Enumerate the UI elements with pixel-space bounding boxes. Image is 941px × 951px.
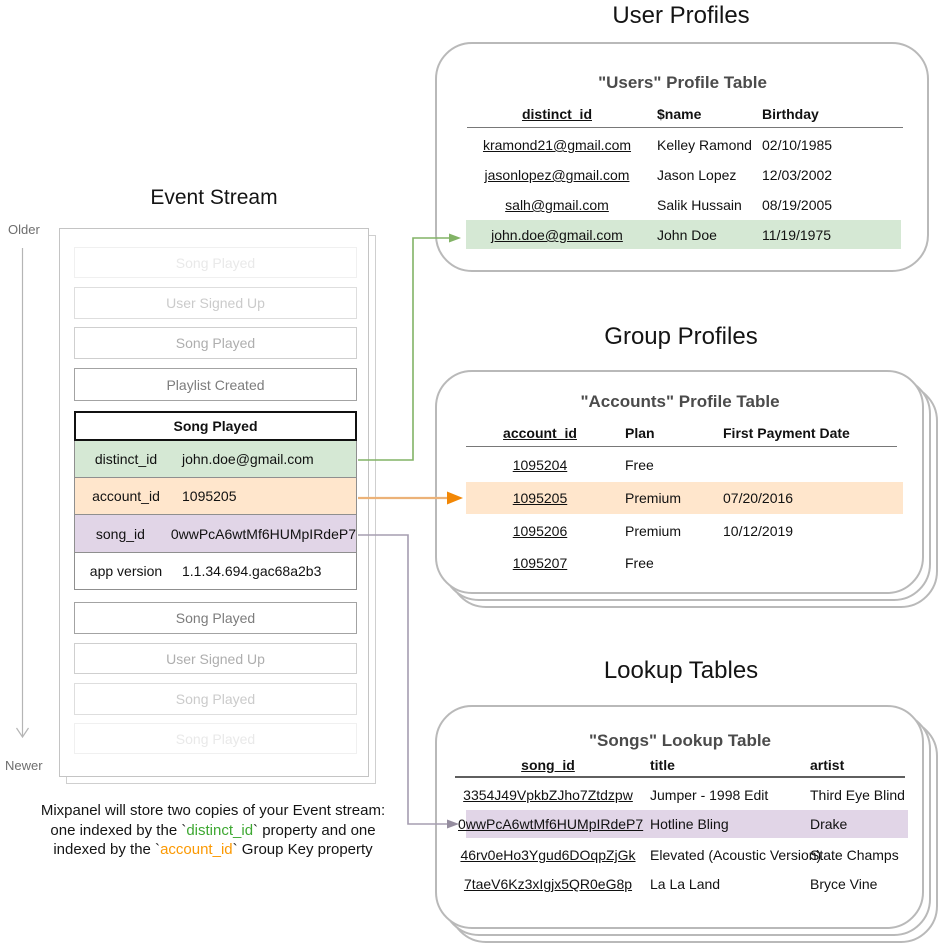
column-header: title bbox=[650, 757, 675, 773]
property-key: song_id bbox=[95, 525, 145, 542]
table-cell: Salik Hussain bbox=[657, 197, 742, 213]
footer-line-2: one indexed by the `distinct_id` propert… bbox=[50, 821, 376, 839]
property-value: 1.1.34.694.gac68a2b3 bbox=[182, 563, 322, 579]
header-divider bbox=[455, 776, 905, 778]
table-cell: John Doe bbox=[657, 227, 717, 243]
lookup-tables-title: Lookup Tables bbox=[603, 657, 759, 684]
event-box-label: Song Played bbox=[175, 254, 256, 271]
expanded-event-title: Song Played bbox=[74, 411, 357, 441]
table-cell: kramond21@gmail.com bbox=[482, 137, 632, 153]
table-cell: 11/19/1975 bbox=[762, 227, 832, 243]
event-box-label: User Signed Up bbox=[166, 295, 265, 311]
account-id-keyword: account_id bbox=[160, 841, 233, 858]
column-header: Birthday bbox=[762, 106, 819, 122]
property-row-distinct-id: distinct_id john.doe@gmail.com bbox=[74, 441, 357, 478]
property-row-app-version: app version 1.1.34.694.gac68a2b3 bbox=[74, 553, 357, 590]
table-cell: 3354J49VpkbZJho7Ztdzpw bbox=[463, 787, 633, 803]
table-cell: La La Land bbox=[650, 876, 721, 892]
table-cell: Hotline Bling bbox=[650, 816, 729, 832]
table-cell: Free bbox=[625, 457, 654, 473]
table-cell: Kelley Ramond bbox=[657, 137, 752, 153]
expanded-event-card: Song Played distinct_id john.doe@gmail.c… bbox=[74, 411, 357, 590]
event-box: Song Played bbox=[74, 683, 357, 715]
accounts-table-title: "Accounts" Profile Table bbox=[580, 392, 780, 411]
property-key: distinct_id bbox=[94, 451, 158, 467]
event-box: User Signed Up bbox=[74, 287, 357, 319]
event-box: Song Played bbox=[74, 327, 357, 359]
header-divider bbox=[466, 446, 897, 447]
table-cell: 10/12/2019 bbox=[723, 523, 794, 539]
table-cell: Drake bbox=[810, 816, 848, 832]
highlight-row-green bbox=[466, 220, 901, 249]
property-row-account-id: account_id 1095205 bbox=[74, 478, 357, 515]
event-box-label: Playlist Created bbox=[166, 376, 265, 393]
table-cell: jasonlopez@gmail.com bbox=[484, 167, 630, 183]
table-cell: 12/03/2002 bbox=[762, 167, 833, 183]
column-header: artist bbox=[810, 757, 845, 773]
table-cell: State Champs bbox=[810, 847, 899, 863]
event-box-label: Song Played bbox=[175, 691, 256, 707]
table-cell: 1095205 bbox=[512, 490, 568, 506]
table-cell: Bryce Vine bbox=[810, 876, 878, 892]
event-box: User Signed Up bbox=[74, 643, 357, 674]
event-stream-title: Event Stream bbox=[150, 186, 278, 209]
event-box: Song Played bbox=[74, 602, 357, 634]
property-value: john.doe@gmail.com bbox=[182, 451, 314, 467]
table-cell: Premium bbox=[625, 490, 682, 506]
users-table-title: "Users" Profile Table bbox=[598, 73, 767, 92]
table-cell bbox=[723, 547, 893, 579]
table-cell: 1095206 bbox=[512, 523, 568, 539]
table-cell: 08/19/2005 bbox=[762, 197, 833, 213]
footer-line-1: Mixpanel will store two copies of your E… bbox=[40, 802, 386, 819]
newer-label: Newer bbox=[5, 758, 43, 773]
header-divider bbox=[467, 127, 903, 128]
event-box: Song Played bbox=[74, 723, 357, 754]
property-value: 0wwPcA6wtMf6HUMpIRdeP7 bbox=[170, 525, 356, 542]
table-cell: john.doe@gmail.com bbox=[491, 227, 623, 243]
table-cell bbox=[723, 449, 893, 481]
event-box-label: User Signed Up bbox=[166, 650, 265, 667]
older-label: Older bbox=[8, 222, 40, 237]
table-cell: 02/10/1985 bbox=[762, 137, 833, 153]
table-cell: Third Eye Blind bbox=[810, 787, 905, 803]
table-cell: salh@gmail.com bbox=[505, 197, 609, 213]
event-box: Playlist Created bbox=[74, 368, 357, 401]
event-box-label: Song Played bbox=[175, 730, 256, 747]
table-cell: 1095207 bbox=[512, 555, 568, 571]
property-key: app version bbox=[89, 563, 163, 579]
property-row-song-id: song_id 0wwPcA6wtMf6HUMpIRdeP7 bbox=[74, 515, 357, 553]
table-cell: 0wwPcA6wtMf6HUMpIRdeP7 bbox=[458, 816, 644, 832]
column-header: $name bbox=[657, 106, 702, 122]
property-key: account_id bbox=[92, 488, 160, 504]
table-cell: 7taeV6Kz3xIgjx5QR0eG8p bbox=[463, 876, 633, 892]
column-header: First Payment Date bbox=[723, 425, 850, 441]
timeline-arrow-icon bbox=[16, 727, 29, 739]
table-cell: 07/20/2016 bbox=[723, 490, 794, 506]
column-header: distinct_id bbox=[521, 106, 592, 122]
table-cell: 1095204 bbox=[512, 457, 568, 473]
event-box: Song Played bbox=[74, 247, 357, 278]
footer-line-3: indexed by the `account_id` Group Key pr… bbox=[53, 841, 373, 858]
user-profiles-title: User Profiles bbox=[612, 2, 750, 29]
highlight-row-purple bbox=[466, 810, 908, 838]
songs-table-title: "Songs" Lookup Table bbox=[588, 731, 772, 750]
highlight-row-orange bbox=[466, 482, 903, 514]
table-cell: Free bbox=[625, 555, 654, 571]
table-cell: Jumper - 1998 Edit bbox=[650, 787, 769, 803]
table-cell: Elevated (Acoustic Version) bbox=[650, 847, 822, 863]
table-cell: Jason Lopez bbox=[657, 167, 737, 183]
column-header: account_id bbox=[503, 425, 577, 441]
distinct-id-keyword: distinct_id bbox=[186, 821, 254, 839]
table-cell: Premium bbox=[625, 523, 682, 539]
footer-note: Mixpanel will store two copies of your E… bbox=[22, 801, 404, 860]
event-box-label: Song Played bbox=[175, 610, 256, 626]
column-header: Plan bbox=[625, 425, 655, 441]
column-header: song_id bbox=[521, 757, 575, 773]
table-cell: 46rv0eHo3Ygud6DOqpZjGk bbox=[460, 847, 636, 863]
group-profiles-title: Group Profiles bbox=[604, 323, 758, 350]
event-box-label: Song Played bbox=[175, 335, 256, 351]
property-value: 1095205 bbox=[182, 488, 237, 504]
